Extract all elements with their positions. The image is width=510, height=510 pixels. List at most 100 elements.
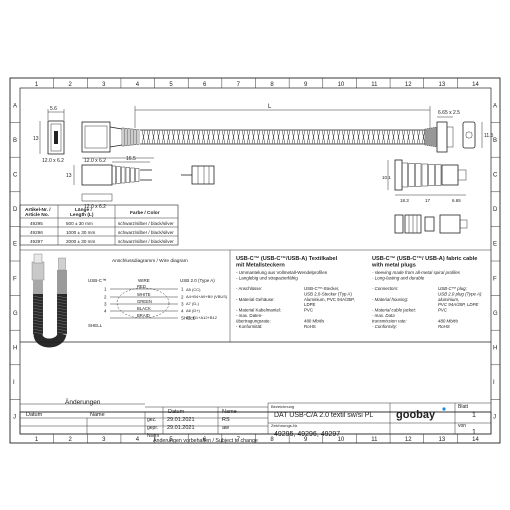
- col-length-1: Länge /: [75, 207, 92, 213]
- usb-c-side-view: 10.1 18.3 17 6.65: [382, 159, 467, 203]
- strain-relief-c: [424, 127, 437, 147]
- wire-left-num: 4: [104, 309, 107, 314]
- spec-value: PVC: [438, 308, 448, 313]
- wire-right-pin: 3: [181, 302, 184, 307]
- zeichnung-label: Zeichnungs-Nr.: [271, 423, 298, 428]
- name-header: Name: [222, 409, 237, 415]
- gepr-name: aw: [222, 425, 229, 431]
- row-marker-right: J: [493, 415, 496, 421]
- dim-12x62-front: 12.0 x 6.2: [42, 158, 64, 164]
- column-marker-top: 6: [203, 82, 207, 88]
- col-color: Farbe / Color: [130, 210, 160, 216]
- spec-label: - max. Daten-: [236, 313, 263, 318]
- column-marker-top: 8: [270, 82, 274, 88]
- wire-right-pin: 1: [181, 287, 184, 292]
- usb-a-front-view: 5.6 13 12.0 x 6.2: [33, 106, 65, 164]
- von-label: von: [458, 423, 466, 429]
- dim-11-5: 11.5: [484, 133, 494, 139]
- column-marker-top: 4: [136, 82, 140, 88]
- wire-right-header: USB 2.0 (Type A): [180, 278, 215, 283]
- spec-label: - max. Data: [372, 313, 395, 318]
- usb-a-top-view: 12.0 x 6.2: [81, 121, 140, 164]
- row-marker-left: E: [13, 242, 17, 248]
- table-cell-color: schwarz/silber / black/silver: [118, 230, 174, 235]
- spec-value: 480 Mbit/s: [304, 318, 325, 323]
- spec-de-bullet-1: - Ummantelung aus Vollmetall-Wendelprofi…: [236, 270, 328, 275]
- spec-value: Aluminium, PVC 94A/35P,: [304, 297, 355, 302]
- column-marker-bottom: 12: [405, 437, 412, 443]
- spec-german: USB-C™ (USB-C™/USB-A) Textilkabel mit Me…: [236, 256, 355, 329]
- usb-c-top-view: 6.65 x 2.5: [424, 110, 460, 153]
- column-marker-bottom: 3: [102, 437, 106, 443]
- spec-value: RoHS: [438, 324, 450, 329]
- column-marker-top: 7: [237, 82, 241, 88]
- column-marker-top: 14: [472, 82, 479, 88]
- spec-label: - Material housing:: [372, 297, 409, 302]
- gepr-label: gepr.: [147, 425, 158, 431]
- spec-label: - Conformity:: [372, 324, 398, 329]
- spec-value: RoHS: [304, 324, 316, 329]
- spec-label: - Konformität:: [236, 324, 262, 329]
- spec-en-bullet-2: - Long-lasting and durable: [372, 276, 425, 281]
- table-cell-color: schwarz/silber / black/silver: [118, 239, 174, 244]
- wire-right-pin: SHELL: [181, 316, 196, 321]
- spec-value: aluminium,: [438, 297, 459, 302]
- article-table: Artikel-Nr. / Article No. Länge / Length…: [19, 204, 179, 246]
- datum-header: Datum: [168, 409, 185, 415]
- column-marker-bottom: 10: [338, 437, 345, 443]
- change-note: Änderungen vorbehalten / Subject to chan…: [153, 437, 258, 444]
- row-marker-right: F: [493, 276, 497, 282]
- row-marker-right: C: [493, 173, 498, 179]
- row-marker-right: B: [493, 138, 497, 144]
- table-cell-article: 49297: [30, 239, 43, 244]
- spec-de-title-1: USB-C™ (USB-C™/USB-A) Textilkabel: [236, 256, 338, 262]
- table-cell-article: 49296: [30, 230, 43, 235]
- spec-label: - Connectors:: [372, 286, 399, 291]
- spec-label: - Material Kabelmantel:: [236, 308, 281, 313]
- spec-label: - Material Gehäuse:: [236, 297, 275, 302]
- spec-value: 480 Mbit/s: [438, 318, 459, 323]
- spec-en-bullet-1: - sleeving made from all-metal spiral pr…: [372, 270, 461, 275]
- zeichnung-value: 49295, 49296, 49297: [274, 431, 340, 438]
- dim-12x62-side: 12.0 x 6.2: [84, 158, 106, 164]
- spec-value: USB 2.0 plug (Type A): [438, 291, 482, 296]
- row-marker-left: F: [13, 276, 17, 282]
- row-marker-left: D: [13, 207, 18, 213]
- row-marker-left: B: [13, 138, 17, 144]
- row-marker-right: A: [493, 103, 497, 109]
- col-article-1: Artikel-Nr. /: [25, 207, 51, 213]
- row-marker-left: G: [13, 311, 18, 317]
- outer-frame: [9, 77, 501, 444]
- spec-value: PVC: [304, 308, 313, 313]
- wire-right-pin: 2: [181, 295, 184, 300]
- wire-color-label: BLACK: [137, 306, 151, 311]
- spec-en-title-2: with metal plugs: [371, 263, 416, 269]
- dim-16-5: 16.5: [126, 156, 136, 162]
- strain-relief-c-side: [401, 162, 442, 188]
- column-marker-top: 12: [405, 82, 412, 88]
- spec-label: übertragungsrate:: [236, 318, 271, 323]
- wire-color-label: WHITE: [137, 292, 151, 297]
- von-value: 1: [472, 429, 476, 436]
- wire-color-label: RED: [137, 284, 146, 289]
- spec-en-title-1: USB-C™ (USB-C™/ USB-A) fabric cable: [372, 256, 477, 262]
- row-marker-right: E: [493, 242, 497, 248]
- column-marker-bottom: 1: [35, 437, 39, 443]
- wire-left-num: 1: [104, 287, 107, 292]
- col-article-2: Article No.: [25, 212, 49, 218]
- row-marker-left: A: [13, 103, 17, 109]
- row-marker-right: I: [493, 380, 495, 386]
- dim-6-65: 6.65: [452, 198, 461, 203]
- spec-de-title-2: mit Metallsteckern: [236, 263, 285, 269]
- cable-photo: [31, 253, 68, 348]
- strain-relief-a-side: [111, 165, 140, 185]
- usb-c-front-view: 11.5: [462, 121, 494, 149]
- column-marker-bottom: 6: [203, 437, 207, 443]
- usb-a-side-view: 16.5 13 12.0 x 6.2: [66, 156, 215, 210]
- wire-diagram-title: Anschlussdiagramm / Wire diagram: [112, 258, 188, 264]
- column-marker-top: 2: [68, 82, 72, 88]
- wire-left-num: 3: [104, 302, 107, 307]
